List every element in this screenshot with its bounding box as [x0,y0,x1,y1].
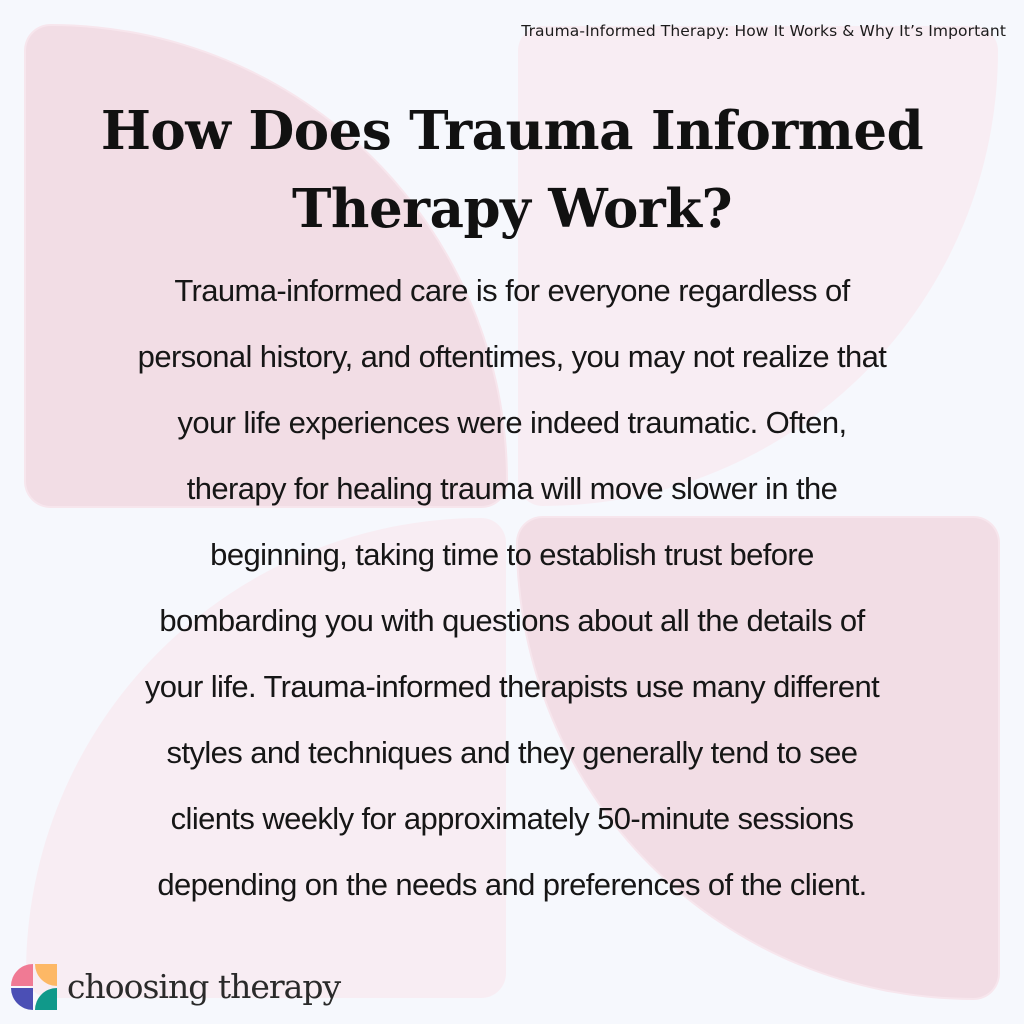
body-line: styles and techniques and they generally… [166,735,859,770]
body-paragraph: Trauma-informed care is for everyone reg… [50,258,974,918]
body-line: Trauma-informed care is for everyone reg… [174,273,850,308]
body-line: your life. Trauma-informed therapists us… [144,669,880,704]
headline-line: Therapy Work? [291,178,733,240]
logo-petal-blue [11,988,33,1010]
headline: How Does Trauma Informed Therapy Work? [40,92,984,248]
logo-petal-pink [11,964,33,986]
body-line: beginning, taking time to establish trus… [210,537,814,572]
body-line: bombarding you with questions about all … [159,603,865,638]
choosing-therapy-logo: choosing therapy [11,964,341,1010]
four-petal-logo-icon [11,964,57,1010]
body-line: clients weekly for approximately 50-minu… [170,801,854,836]
article-title: Trauma-Informed Therapy: How It Works & … [521,22,1006,40]
body-line: personal history, and oftentimes, you ma… [137,339,887,374]
body-line: your life experiences were indeed trauma… [177,405,848,440]
logo-petal-orange [35,964,57,986]
logo-wordmark: choosing therapy [67,967,341,1006]
body-line: depending on the needs and preferences o… [157,867,867,902]
headline-line: How Does Trauma Informed [100,100,924,162]
body-line: therapy for healing trauma will move slo… [186,471,838,506]
logo-petal-green [35,988,57,1010]
